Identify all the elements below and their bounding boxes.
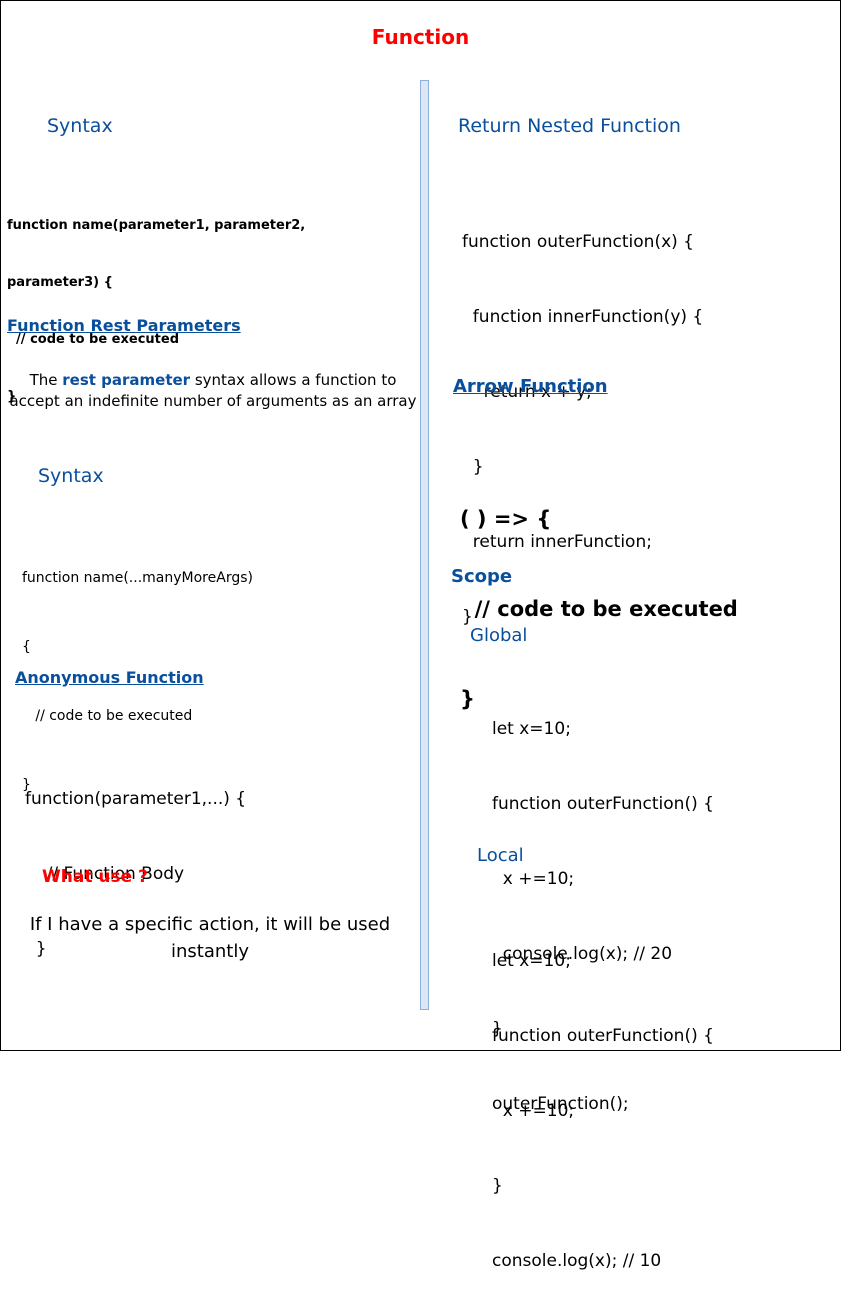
code-line: console.log(x); // 10 (492, 1251, 662, 1271)
rest-parameters-description: The rest parameter syntax allows a funct… (8, 370, 418, 412)
what-use-text: If I have a specific action, it will be … (29, 914, 391, 962)
arrow-function-code-block: ( ) => { // code to be executed } (460, 444, 738, 744)
arrow-function-heading: Arrow Function (453, 376, 608, 397)
code-line: // code to be executed (7, 332, 179, 347)
code-line: // code to be executed (22, 708, 193, 724)
code-line: ( ) => { (460, 507, 552, 531)
code-line: } (462, 457, 484, 477)
code-line: } (7, 389, 17, 404)
code-line: } (462, 607, 473, 627)
rest-parameters-heading: Function Rest Parameters (7, 316, 241, 335)
anonymous-function-heading: Anonymous Function (15, 668, 204, 687)
code-line: console.log(x); // 20 (492, 944, 673, 964)
code-line: } (492, 1019, 503, 1039)
code-line: } (22, 777, 31, 793)
code-line: function(parameter1,...) { (25, 789, 247, 809)
scope-heading: Scope (451, 566, 513, 587)
code-line: return x + y; (462, 382, 592, 402)
code-line: let x=10; (492, 719, 571, 739)
code-line: return innerFunction; (462, 532, 652, 552)
code-line: function innerFunction(y) { (462, 307, 704, 327)
page-title: Function (371, 25, 470, 49)
nested-function-code-block: function outerFunction(x) { function inn… (462, 180, 703, 655)
code-line: function outerFunction() { (492, 794, 714, 814)
code-line: } (492, 1176, 503, 1196)
code-line: // Function Body (25, 864, 185, 884)
desc-text: syntax allows a function to accept an in… (9, 371, 417, 410)
column-divider (420, 80, 429, 1010)
code-line: } (25, 939, 47, 959)
code-line: function outerFunction() { (492, 1026, 714, 1046)
desc-text: The (29, 371, 63, 389)
what-use-heading: What use ? (42, 867, 148, 887)
code-line: function name(...manyMoreArgs) (22, 570, 253, 586)
code-line: { (22, 639, 31, 655)
code-line: x +=10; (492, 869, 575, 889)
code-line: parameter3) { (7, 275, 113, 290)
global-heading: Global (470, 625, 528, 646)
syntax-heading: Syntax (47, 115, 113, 137)
rest-syntax-heading: Syntax (38, 465, 104, 487)
syntax-code-block: function name(parameter1, parameter2, pa… (7, 178, 305, 425)
local-heading: Local (477, 845, 524, 866)
code-line: function name(parameter1, parameter2, (7, 218, 306, 233)
local-code-block: let x=10; function outerFunction() { x +… (492, 899, 714, 1299)
code-line: // code to be executed (460, 597, 738, 621)
anonymous-function-code-block: function(parameter1,...) { // Function B… (25, 737, 246, 987)
code-line: } (460, 687, 475, 711)
code-line: function outerFunction(x) { (462, 232, 694, 252)
code-line: x +=10; (492, 1101, 575, 1121)
code-line: let x=10; (492, 951, 571, 971)
nested-function-heading: Return Nested Function (458, 115, 681, 137)
rest-parameter-keyword: rest parameter (62, 371, 191, 389)
rest-syntax-code-block: function name(...manyMoreArgs) { // code… (22, 521, 253, 820)
